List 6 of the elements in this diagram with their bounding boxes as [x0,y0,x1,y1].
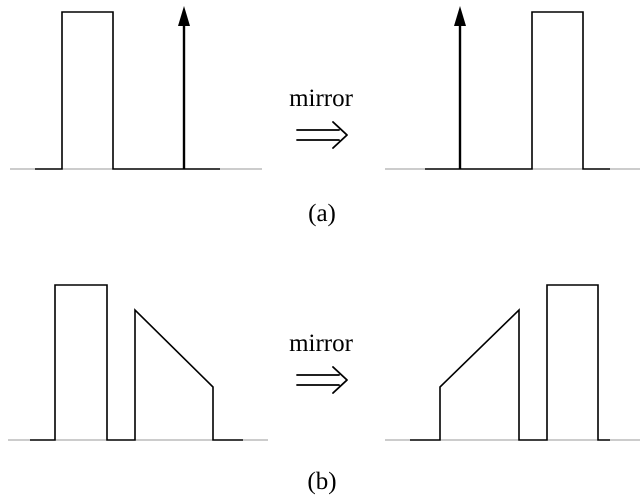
double-arrow [296,366,348,394]
panel-label: (a) [308,200,336,228]
double-arrow [296,121,348,149]
edge-label: mirror [289,330,353,358]
edge-label: mirror [289,85,353,113]
panel-label: (b) [307,468,337,496]
